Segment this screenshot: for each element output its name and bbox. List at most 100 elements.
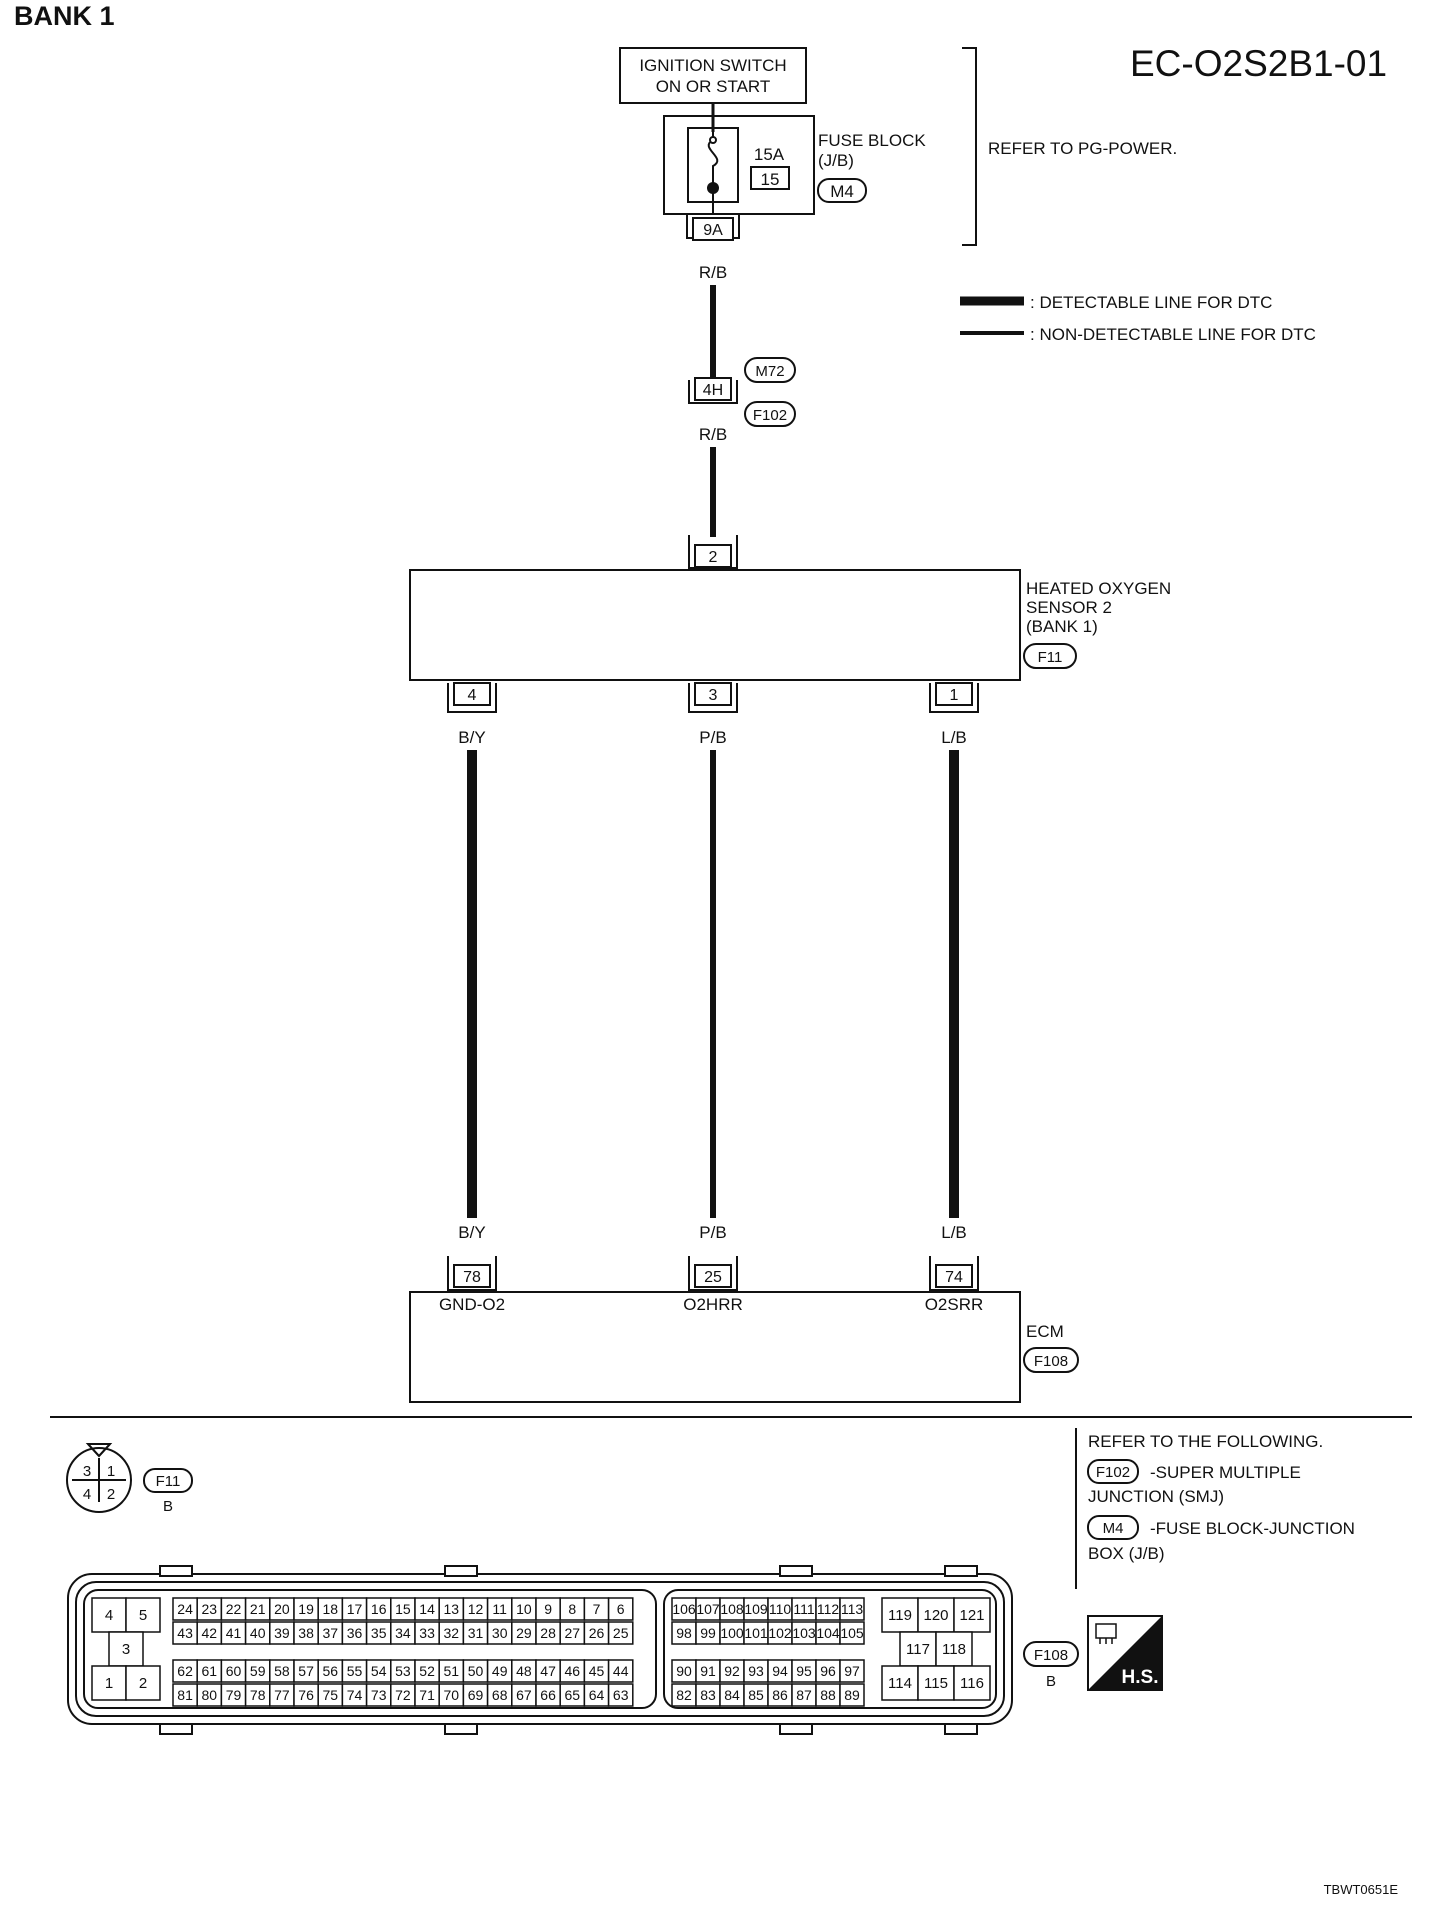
f108-cavity [91, 1665, 127, 1701]
f108-pin-number: 97 [844, 1663, 860, 1679]
wire-color-lower: R/B [699, 425, 727, 444]
f108-cavity [899, 1631, 937, 1667]
f108-pin-number: 85 [748, 1687, 764, 1703]
f108-pin-number: 107 [696, 1601, 720, 1617]
f108-pin-number: 25 [613, 1625, 629, 1641]
refer-bracket [962, 47, 977, 246]
f108-pin-number: 41 [226, 1625, 242, 1641]
fuse-number-box [750, 166, 790, 190]
f108-cavity [607, 1683, 634, 1707]
f108-pin-number: 11 [492, 1601, 507, 1617]
f11-pin: 3 [83, 1463, 91, 1480]
f108-pin-number: 3 [122, 1641, 130, 1658]
f108-pin-number: 40 [250, 1625, 266, 1641]
footer-code: TBWT0651E [1324, 1882, 1399, 1897]
wire-color-top: P/B [699, 728, 726, 747]
f108-pin-number: 52 [419, 1663, 435, 1679]
f108-locking-tab [444, 1565, 478, 1577]
f108-cavity [953, 1597, 991, 1633]
sensor-connector: F11 [1038, 649, 1063, 666]
f108-pin-number: 51 [444, 1663, 460, 1679]
fuse-block-label-2: (J/B) [818, 151, 854, 170]
f108-pin-number: 14 [419, 1601, 435, 1617]
f108-cavity [953, 1665, 991, 1701]
junction-connector-top-oval [744, 357, 796, 383]
ignition-switch-label-2: ON OR START [656, 77, 771, 96]
ecm-connector-oval [1023, 1347, 1079, 1373]
f108-pin-number: 60 [226, 1663, 242, 1679]
sensor-pin: 3 [709, 687, 718, 704]
hs-badge-fill [1088, 1616, 1162, 1690]
f108-pin-number: 19 [298, 1601, 314, 1617]
f108-pin-number: 90 [676, 1663, 692, 1679]
f108-cavity [881, 1665, 919, 1701]
wire-channel-3: 1 L/B L/B 74 [929, 682, 979, 1291]
wire-color-bottom: P/B [699, 1223, 726, 1242]
f108-pin-number: 82 [676, 1687, 692, 1703]
sensor-pin: 1 [950, 687, 959, 704]
f108-locking-tab [444, 1723, 478, 1735]
fuse-number: 15 [761, 170, 780, 189]
f108-pin-number: 35 [371, 1625, 387, 1641]
ecm-pin: 25 [704, 1269, 722, 1286]
f108-pin-number: 106 [672, 1601, 696, 1617]
f108-pin-number: 59 [250, 1663, 266, 1679]
f108-pin-number: 20 [274, 1601, 290, 1617]
ecm-pin-box [453, 1264, 491, 1288]
f108-pin-number: 118 [942, 1641, 966, 1658]
f108-locking-tab [944, 1565, 978, 1577]
junction-pin: 4H [703, 382, 723, 399]
f108-pin-number: 108 [720, 1601, 744, 1617]
f11-connector-face: 3 1 4 2 F11 B [66, 1443, 193, 1515]
wire-color-top: L/B [941, 728, 967, 747]
fuse-block-connector-oval [817, 178, 867, 203]
f108-pin-number: 78 [250, 1687, 266, 1703]
f108-pin-number: 120 [923, 1607, 948, 1624]
f108-pin-number: 113 [841, 1601, 864, 1617]
f108-pin-number: 47 [540, 1663, 556, 1679]
f108-pin-number: 64 [589, 1687, 605, 1703]
hs-badge: H.S. [1087, 1615, 1163, 1691]
f108-pin-number: 105 [840, 1625, 864, 1641]
f108-pin-number: 42 [202, 1625, 218, 1641]
f108-pin-number: 12 [468, 1601, 484, 1617]
ignition-switch-label-1: IGNITION SWITCH [639, 56, 786, 75]
f11-color: B [163, 1498, 173, 1515]
f108-pin-number: 56 [323, 1663, 339, 1679]
f108-pin-number: 50 [468, 1663, 484, 1679]
ecm-terminal-o2hrr: O2HRR [683, 1295, 743, 1314]
f108-cavity [125, 1665, 161, 1701]
reference-m4-oval [1087, 1515, 1139, 1540]
sensor-pin: 4 [468, 687, 477, 704]
f108-cavity [917, 1665, 955, 1701]
wire-color-bottom: B/Y [458, 1223, 485, 1242]
f11-label-oval [143, 1468, 193, 1493]
f108-label: F108 [1034, 1647, 1068, 1664]
sensor-connector-oval [1023, 643, 1077, 669]
ecm-pin-bracket [929, 1256, 979, 1291]
fuse-pin: 9A [703, 222, 723, 239]
f108-pin-number: 66 [540, 1687, 556, 1703]
wire-channel-1: 4 B/Y B/Y 78 [447, 682, 497, 1291]
f108-pin-number: 101 [744, 1625, 768, 1641]
sensor-name-3: (BANK 1) [1026, 617, 1098, 636]
sensor-pin-bracket [929, 683, 979, 713]
f108-pin-number: 83 [700, 1687, 716, 1703]
f108-color: B [1046, 1673, 1056, 1690]
heated-oxygen-sensor-box [409, 569, 1021, 681]
f108-pin-number: 9 [544, 1601, 552, 1617]
f108-pin-number: 115 [924, 1675, 948, 1692]
wire-color-bottom: L/B [941, 1223, 967, 1242]
f108-pin-number: 16 [371, 1601, 387, 1617]
f108-pin-number: 39 [274, 1625, 290, 1641]
f108-pin-number: 104 [816, 1625, 840, 1641]
wire-color-top: B/Y [458, 728, 485, 747]
wire-color-upper: R/B [699, 263, 727, 282]
f108-pin-number: 74 [347, 1687, 363, 1703]
ecm-terminal-gnd: GND-O2 [439, 1295, 505, 1314]
reference-m4: M4 [1103, 1520, 1124, 1537]
f108-pin-number: 28 [540, 1625, 556, 1641]
f108-pin-number: 32 [444, 1625, 460, 1641]
f108-pin-number: 99 [700, 1625, 716, 1641]
